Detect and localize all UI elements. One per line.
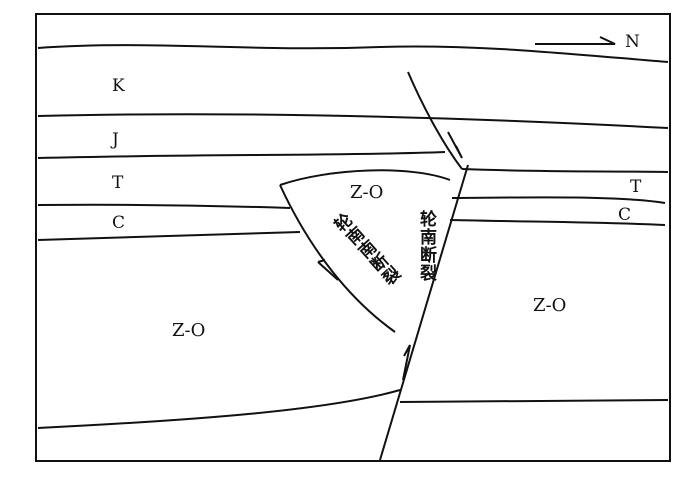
c-zo-boundary-left — [37, 231, 301, 241]
t-c-boundary-right — [451, 196, 666, 204]
lunnan-fault-label: 轮南断裂 — [416, 210, 436, 282]
stratum-c-left: C — [112, 213, 126, 233]
north-arrow-icon — [535, 36, 616, 45]
north-label: N — [625, 32, 640, 52]
stratum-k: K — [112, 76, 125, 96]
fault-slip-arrow-icon — [447, 131, 463, 159]
stratum-t-right: T — [630, 177, 642, 197]
lower-boundary-left — [37, 389, 401, 429]
fault-slip-arrow-icon — [402, 344, 411, 381]
t-c-boundary-left — [37, 203, 291, 209]
stratum-j: J — [112, 130, 119, 150]
stratum-zo-wedge: Z-O — [350, 182, 384, 203]
stratum-zo-right: Z-O — [533, 295, 567, 316]
c-zo-boundary-right — [449, 219, 666, 226]
stratum-zo-left: Z-O — [172, 320, 206, 341]
wedge-top — [279, 169, 451, 186]
lower-boundary-right — [399, 399, 669, 403]
upper-fault — [407, 71, 463, 170]
j-t-boundary-right — [461, 168, 669, 173]
stratum-c-right: C — [618, 205, 632, 225]
lunnan-south-fault — [279, 184, 396, 333]
j-t-boundary-left — [37, 151, 446, 159]
k-j-boundary — [37, 113, 669, 129]
frame — [35, 13, 671, 462]
fault-slip-arrow-icon — [317, 259, 339, 281]
top-horizon — [37, 44, 669, 63]
lunnan-fault — [379, 164, 469, 461]
stratum-t-left: T — [112, 173, 124, 193]
